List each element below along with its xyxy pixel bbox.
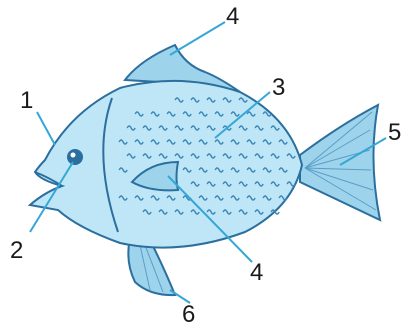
label-tail-fin: 5 [388,119,401,146]
leader-dorsal-fin [170,22,225,55]
label-scales: 3 [272,74,285,101]
label-pectoral-fin: 4 [250,259,263,286]
eye-highlight [71,153,76,158]
label-eye: 2 [10,237,23,264]
label-pelvic-fin: 6 [182,301,195,326]
label-dorsal-fin: 4 [226,3,239,30]
label-head: 1 [20,87,33,114]
eye [67,149,83,165]
leader-head [37,112,55,145]
